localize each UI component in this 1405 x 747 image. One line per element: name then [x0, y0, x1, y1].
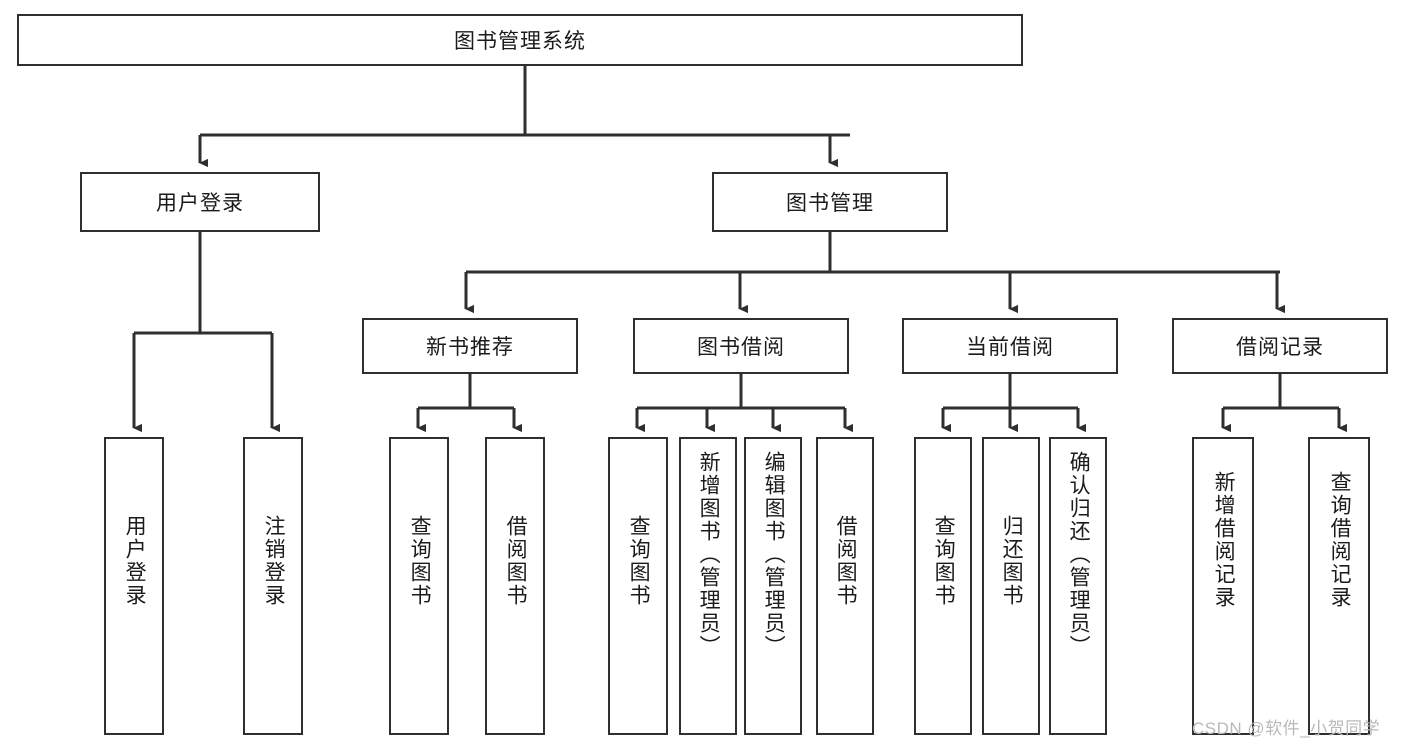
node-root-system[interactable]: 图书管理系统 — [17, 14, 1023, 66]
leaf-borrow-book-recommend[interactable]: 借阅图书 — [485, 437, 545, 735]
node-label: 当前借阅 — [966, 336, 1054, 359]
node-label: 新书推荐 — [426, 336, 514, 359]
node-label: 查询借阅记录 — [1328, 471, 1352, 609]
node-label: 图书借阅 — [697, 336, 785, 359]
leaf-add-borrow-record[interactable]: 新增借阅记录 — [1192, 437, 1254, 735]
node-label: 查询图书 — [932, 515, 956, 607]
leaf-borrow-book[interactable]: 借阅图书 — [816, 437, 874, 735]
node-label: 新增借阅记录 — [1212, 471, 1236, 609]
node-label: 借阅图书 — [834, 515, 858, 607]
node-label: 编辑图书（管理员） — [762, 451, 786, 658]
leaf-user-login[interactable]: 用户登录 — [104, 437, 164, 735]
node-label: 用户登录 — [156, 192, 244, 215]
node-label: 查询图书 — [627, 515, 651, 607]
leaf-edit-book-admin[interactable]: 编辑图书（管理员） — [744, 437, 802, 735]
leaf-return-book[interactable]: 归还图书 — [982, 437, 1040, 735]
leaf-add-book-admin[interactable]: 新增图书（管理员） — [679, 437, 737, 735]
node-label: 归还图书 — [1000, 515, 1024, 607]
node-label: 借阅记录 — [1236, 336, 1324, 359]
node-current-borrow[interactable]: 当前借阅 — [902, 318, 1118, 374]
node-label: 注销登录 — [262, 515, 286, 607]
node-book-borrow[interactable]: 图书借阅 — [633, 318, 849, 374]
leaf-query-book-recommend[interactable]: 查询图书 — [389, 437, 449, 735]
node-book-management[interactable]: 图书管理 — [712, 172, 948, 232]
leaf-query-borrow-record[interactable]: 查询借阅记录 — [1308, 437, 1370, 735]
leaf-query-book-current[interactable]: 查询图书 — [914, 437, 972, 735]
node-label: 借阅图书 — [504, 515, 528, 607]
node-label: 图书管理 — [786, 192, 874, 215]
node-label: 新增图书（管理员） — [697, 451, 721, 658]
leaf-logout[interactable]: 注销登录 — [243, 437, 303, 735]
node-label: 图书管理系统 — [454, 30, 586, 53]
node-label: 确认归还（管理员） — [1067, 451, 1091, 658]
node-label: 用户登录 — [123, 515, 147, 607]
node-user-login[interactable]: 用户登录 — [80, 172, 320, 232]
watermark: CSDN @软件_小贺同学 — [1192, 719, 1381, 738]
leaf-query-book-borrow[interactable]: 查询图书 — [608, 437, 668, 735]
node-label: 查询图书 — [408, 515, 432, 607]
node-new-book-recommend[interactable]: 新书推荐 — [362, 318, 578, 374]
node-borrow-record[interactable]: 借阅记录 — [1172, 318, 1388, 374]
leaf-confirm-return-admin[interactable]: 确认归还（管理员） — [1049, 437, 1107, 735]
